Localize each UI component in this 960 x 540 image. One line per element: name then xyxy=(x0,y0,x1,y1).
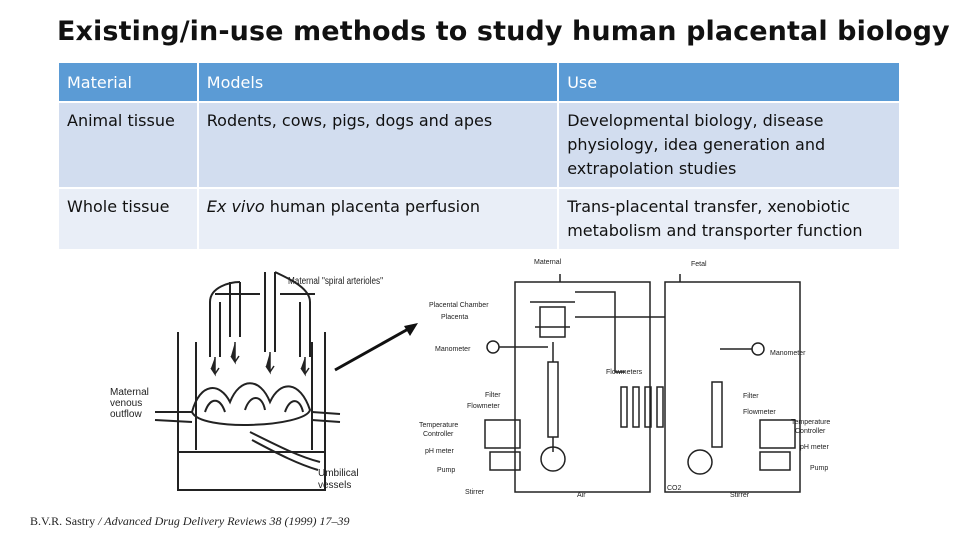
perfusion-apparatus-figure: Maternal Fetal Placental Chamber Placent… xyxy=(419,259,830,499)
cell-models: Rodents, cows, pigs, dogs and apes xyxy=(197,102,560,189)
placenta-chamber-figure: Maternal "spiral arterioles" Maternal ve… xyxy=(110,271,383,491)
cell-use: Trans-placental transfer, xenobiotic met… xyxy=(558,188,901,251)
citation-journal: / Advanced Drug Delivery Reviews 38 (199… xyxy=(95,514,350,528)
label-manometer-left: Manometer xyxy=(435,346,471,353)
page-title: Existing/in-use methods to study human p… xyxy=(57,16,950,47)
cell-material: Whole tissue xyxy=(59,188,199,251)
table-row: Whole tissue Ex vivo human placenta perf… xyxy=(59,188,901,251)
arrow-icon xyxy=(334,323,418,372)
label-pump-left: Pump xyxy=(437,467,455,474)
label-placenta: Placenta xyxy=(441,314,468,321)
label-air: Air xyxy=(577,492,586,499)
ex-vivo-text: Ex vivo xyxy=(206,197,265,216)
label-temp-left-1: Temperature xyxy=(419,422,458,429)
label-ph-left: pH meter xyxy=(425,448,454,455)
label-ph-right: pH meter xyxy=(800,444,829,451)
label-flowmeters: Flowmeters xyxy=(606,369,643,376)
citation-author: B.V.R. Sastry xyxy=(30,514,96,528)
cell-material: Animal tissue xyxy=(59,102,199,189)
label-placental-chamber: Placental Chamber xyxy=(429,302,489,309)
label-maternal: Maternal xyxy=(534,259,562,266)
label-filter-right: Filter xyxy=(743,393,759,400)
header-material: Material xyxy=(59,63,199,103)
label-maternal-spiral: Maternal "spiral arterioles" xyxy=(288,276,383,287)
table-row: Animal tissue Rodents, cows, pigs, dogs … xyxy=(59,102,901,189)
label-maternal-venous-1: Maternal xyxy=(110,387,149,398)
label-co2: CO2 xyxy=(667,485,682,492)
label-stirrer-right: Stirrer xyxy=(730,492,750,499)
header-use: Use xyxy=(558,63,901,103)
label-temp-right-2: Controller xyxy=(795,428,826,435)
label-maternal-venous-3: outflow xyxy=(110,409,142,420)
cell-use: Developmental biology, disease physiolog… xyxy=(558,102,901,189)
label-flowmeter-left: Flowmeter xyxy=(467,403,500,410)
label-temp-left-2: Controller xyxy=(423,431,454,438)
citation: B.V.R. Sastry / Advanced Drug Delivery R… xyxy=(30,514,350,529)
header-models: Models xyxy=(197,63,560,103)
label-flowmeter-right: Flowmeter xyxy=(743,409,776,416)
methods-table: Material Models Use Animal tissue Rodent… xyxy=(59,63,901,251)
models-rest-text: human placenta perfusion xyxy=(264,197,481,216)
label-pump-right: Pump xyxy=(810,465,828,472)
table-header-row: Material Models Use xyxy=(59,63,901,103)
label-umbilical-2: vessels xyxy=(318,480,351,491)
label-stirrer-left: Stirrer xyxy=(465,489,485,496)
label-maternal-venous-2: venous xyxy=(110,398,142,409)
label-manometer-right: Manometer xyxy=(770,350,806,357)
label-filter-left: Filter xyxy=(485,392,501,399)
label-fetal: Fetal xyxy=(691,261,707,268)
label-temp-right-1: Temperature xyxy=(791,419,830,426)
label-umbilical-1: Umbilical xyxy=(318,468,359,479)
cell-models: Ex vivo human placenta perfusion xyxy=(197,188,560,251)
